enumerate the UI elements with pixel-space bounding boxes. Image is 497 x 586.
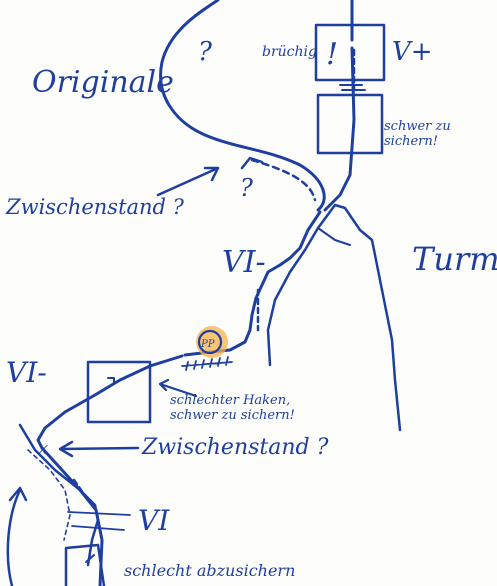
hard-to-protect-box bbox=[318, 95, 382, 153]
label-bruechig: brüchig bbox=[262, 44, 317, 60]
label-originale: Originale bbox=[32, 65, 174, 100]
label-question-top: ? bbox=[198, 37, 213, 67]
left-wall-line bbox=[20, 425, 98, 565]
tower-ridge bbox=[318, 228, 350, 245]
route-arrow-head-upper bbox=[242, 158, 262, 168]
piton-label: PP bbox=[200, 339, 215, 350]
route-line-dashed-arc bbox=[252, 160, 315, 200]
label-grade-vi-minus-left: VI- bbox=[6, 356, 47, 389]
label-question-mid: ? bbox=[240, 174, 253, 202]
label-zwischenstand-upper: Zwischenstand ? bbox=[5, 195, 185, 219]
route-line-lower-dashed bbox=[74, 480, 88, 500]
label-grade-v-plus: V+ bbox=[392, 37, 433, 67]
route-line-upper-vertical bbox=[325, 0, 354, 210]
label-turm: Turm bbox=[412, 240, 497, 278]
arrow-to-belay bbox=[60, 442, 138, 456]
arrow-to-upper-belay bbox=[158, 168, 218, 195]
label-schlecht-abzusichern: schlecht abzusichern bbox=[124, 561, 295, 580]
label-schlechter-haken: schlechter Haken,schwer zu sichern! bbox=[170, 393, 295, 423]
label-grade-vi-minus-upper: VI- bbox=[222, 245, 266, 280]
route-line-lower bbox=[42, 448, 102, 586]
start-arc bbox=[8, 490, 20, 586]
label-exclaim-box: ! bbox=[326, 37, 338, 72]
label-zwischenstand-lower: Zwischenstand ? bbox=[141, 435, 329, 460]
ledge-hatch bbox=[182, 357, 232, 370]
label-grade-vi: VI bbox=[138, 504, 170, 537]
label-belay-x: x bbox=[38, 438, 48, 459]
lowest-box bbox=[66, 545, 104, 586]
